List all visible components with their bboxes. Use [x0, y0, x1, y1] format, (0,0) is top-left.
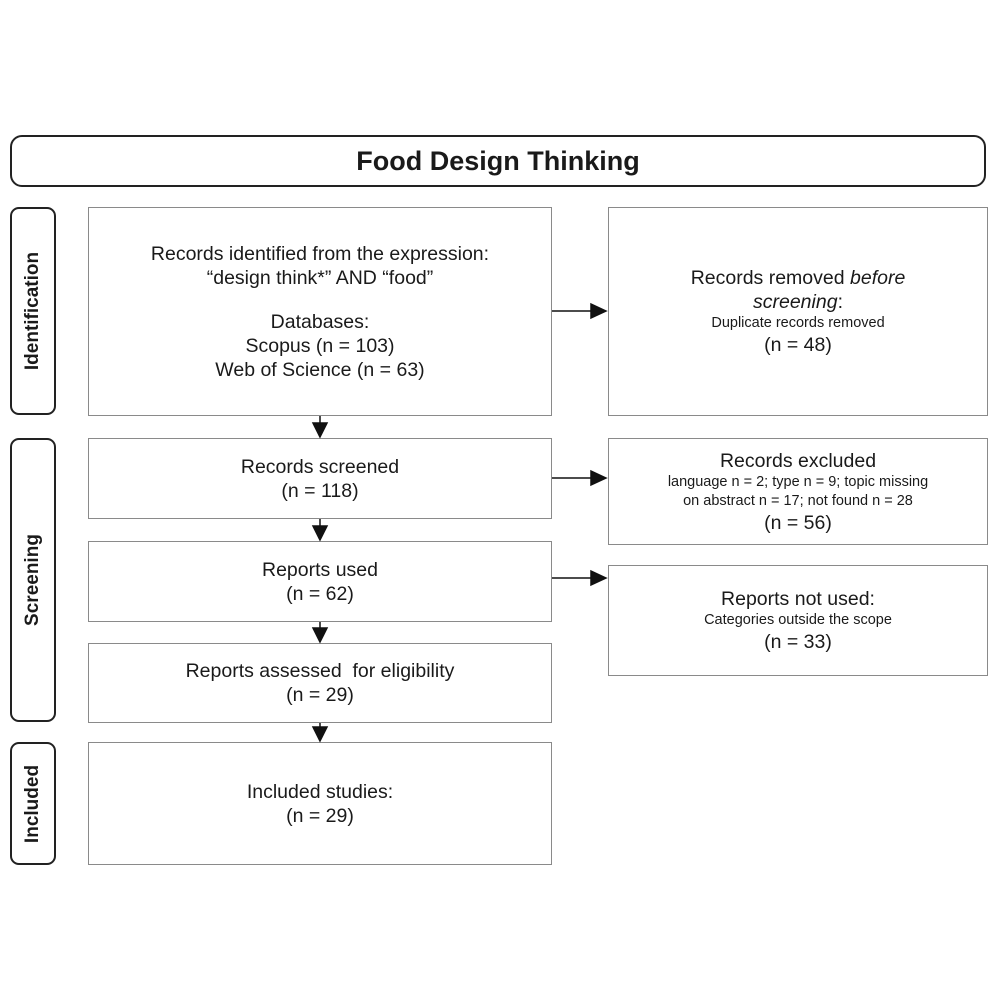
not-used-detail: Categories outside the scope: [704, 612, 892, 628]
wos-count: Web of Science (n = 63): [215, 358, 425, 381]
records-removed-box: Records removed before screening: Duplic…: [608, 207, 988, 416]
screened-label: Records screened: [240, 455, 400, 478]
records-excluded-box: Records excluded language n = 2; type n …: [608, 438, 988, 545]
excluded-detail1: language n = 2; type n = 9; topic missin…: [667, 473, 929, 490]
used-count: (n = 62): [286, 582, 354, 605]
excluded-detail2: on abstract n = 17; not found n = 28: [683, 492, 913, 509]
arrow-assessed-to-included: [311, 723, 329, 743]
diagram-title: Food Design Thinking: [10, 135, 986, 187]
screened-count: (n = 118): [281, 479, 359, 502]
identified-line1: Records identified from the expression:: [150, 242, 490, 265]
stage-screening: Screening: [10, 438, 56, 722]
reports-not-used-box: Reports not used: Categories outside the…: [608, 565, 988, 676]
included-count: (n = 29): [286, 804, 354, 827]
removed-detail: Duplicate records removed: [711, 315, 885, 331]
stage-included: Included: [10, 742, 56, 865]
arrow-identified-to-screened: [311, 416, 329, 439]
removed-heading-line1: Records removed before: [690, 267, 906, 289]
reports-used-box: Reports used (n = 62): [88, 541, 552, 622]
identified-line2: “design think*” AND “food”: [206, 266, 434, 289]
records-identified-box: Records identified from the expression: …: [88, 207, 552, 416]
included-studies-box: Included studies: (n = 29): [88, 742, 552, 865]
arrow-used-to-assessed: [311, 622, 329, 644]
records-screened-box: Records screened (n = 118): [88, 438, 552, 519]
databases-label: Databases:: [270, 310, 370, 333]
arrow-identified-to-removed: [552, 302, 608, 320]
arrow-used-to-not-used: [552, 569, 608, 587]
arrow-screened-to-used: [311, 519, 329, 542]
excluded-heading: Records excluded: [719, 449, 877, 472]
used-label: Reports used: [262, 558, 378, 581]
stage-identification: Identification: [10, 207, 56, 415]
not-used-heading: Reports not used:: [721, 588, 875, 610]
excluded-count: (n = 56): [764, 511, 832, 534]
reports-assessed-box: Reports assessed for eligibility (n = 29…: [88, 643, 552, 723]
removed-count: (n = 48): [764, 334, 832, 356]
removed-heading-line2: screening:: [753, 291, 843, 313]
arrow-screened-to-excluded: [552, 469, 608, 487]
scopus-count: Scopus (n = 103): [245, 334, 395, 357]
assessed-count: (n = 29): [286, 684, 354, 706]
not-used-count: (n = 33): [764, 631, 832, 653]
included-label: Included studies:: [246, 780, 394, 803]
assessed-label: Reports assessed for eligibility: [185, 660, 455, 682]
